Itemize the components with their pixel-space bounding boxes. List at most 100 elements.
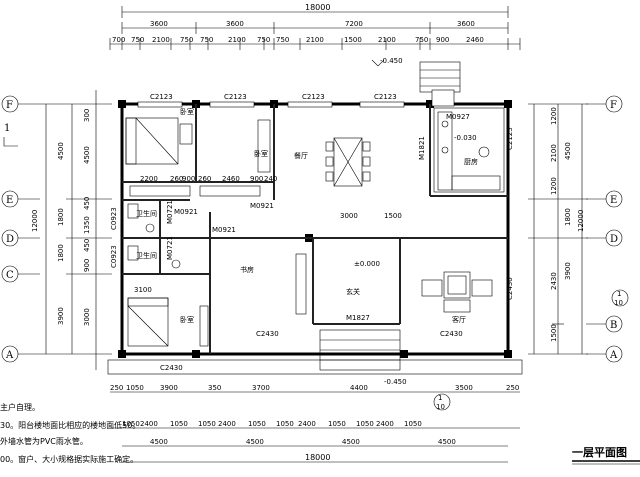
bottom-dim: 4500	[150, 438, 168, 446]
bottom-sub-dim: 1050	[328, 420, 346, 428]
top-sub-dim: 2100	[306, 36, 324, 44]
door-label: M0921	[174, 208, 198, 216]
notes: 主户自理。 30。阳台楼地面比相应的楼地面低50。 外墙水管为PVC雨水管。 0…	[0, 402, 140, 464]
room-bedroom-top-2: 卧室	[254, 149, 268, 158]
door-label: M1821	[418, 136, 426, 160]
internal-dim: 3100	[134, 286, 152, 294]
bottom-dimensions: 250 1050 3900 350 3700 4400 3500 250 105…	[110, 384, 520, 463]
internal-dim: 3000	[340, 212, 358, 220]
front-steps: -0.450 1 10	[107, 329, 523, 411]
left-sub-dim: 1350	[83, 216, 91, 234]
right-sub-dim: 2430	[550, 272, 558, 290]
room-bath-1: 卫生间	[136, 209, 157, 218]
level-south: -0.450	[384, 378, 407, 386]
top-dim-2: 3600	[226, 20, 244, 28]
left-sub-dim: 450	[83, 197, 91, 210]
room-bedroom-bottom: 卧室	[180, 315, 194, 324]
axis-E-left: E	[6, 195, 13, 206]
note-1: 主户自理。	[0, 402, 40, 412]
bottom-sub-dim: 350	[208, 384, 221, 392]
room-dining: 餐厅	[294, 151, 308, 160]
window-label: C2123	[374, 93, 397, 101]
bottom-sub-dim: 1050	[122, 420, 140, 428]
top-windows: C2123 C2123 C2123 C2123	[137, 93, 405, 108]
bottom-total-dim: 18000	[305, 453, 330, 462]
door-label: M1827	[346, 314, 370, 322]
internal-dim: 260	[198, 175, 211, 183]
bottom-sub-dim: 1050	[170, 420, 188, 428]
axis-E-right: E	[610, 195, 617, 206]
axis-F-right: F	[610, 100, 617, 111]
top-dimensions: 18000 3600 3600 7200 3600 700 750 2100 7…	[109, 3, 521, 50]
right-sub-dim: 1200	[550, 177, 558, 195]
top-sub-dim: 2460	[466, 36, 484, 44]
section-mark-bottom-top: 1	[438, 394, 442, 402]
top-sub-dim: 750	[180, 36, 193, 44]
left-sub-dim: 450	[83, 239, 91, 252]
top-dim-4: 3600	[457, 20, 475, 28]
right-dimensions: 12000 4500 1800 3900 1200 2100 1200 2430…	[528, 103, 588, 355]
bedroom-top: 卧室 卧室	[125, 107, 271, 173]
bottom-sub-dim: 1050	[248, 420, 266, 428]
bottom-sub-dim: 1050	[276, 420, 294, 428]
door-label: M0921	[212, 226, 236, 234]
right-sub-dim: 1200	[550, 107, 558, 125]
interior-walls	[122, 104, 508, 354]
right-sub-dim: 2100	[550, 144, 558, 162]
right-dim: 4500	[564, 142, 572, 160]
internal-dim: 900	[182, 175, 195, 183]
internal-dim: 2460	[222, 175, 240, 183]
kitchen: 厨房 M0927 -0.030 C2123 M1821	[418, 89, 514, 193]
top-dim-1: 3600	[150, 20, 168, 28]
bottom-sub-dim: 1050	[404, 420, 422, 428]
bedroom-bottom: 卧室 3100	[127, 286, 209, 347]
note-3: 外墙水管为PVC雨水管。	[0, 436, 88, 446]
plan-title: 一层平面图	[572, 446, 627, 459]
left-sub-dim: 300	[83, 109, 91, 122]
bottom-sub-dim: 250	[110, 384, 123, 392]
left-dim: 4500	[57, 142, 65, 160]
top-sub-dim: 750	[276, 36, 289, 44]
window-label: C2123	[302, 93, 325, 101]
door-label: M0921	[250, 202, 274, 210]
drawing-title: 一层平面图	[572, 446, 640, 465]
left-total-dim: 12000	[31, 210, 39, 232]
room-hall: 玄关	[346, 287, 360, 296]
bottom-sub-dim: 250	[506, 384, 519, 392]
bottom-sub-dim: 2400	[298, 420, 316, 428]
axis-D-left: D	[6, 234, 14, 245]
bottom-sub-dim: 2400	[218, 420, 236, 428]
axis-F-left: F	[6, 100, 13, 111]
bottom-sub-dim: 3500	[455, 384, 473, 392]
section-mark-bottom: 10	[436, 403, 445, 411]
window-label: C2430	[256, 330, 279, 338]
top-sub-dim: 700	[112, 36, 125, 44]
window-label: C2123	[150, 93, 173, 101]
hall-living: 玄关 ±0.000 M1827 3000 1500 客厅 C2430 C2430…	[160, 212, 514, 372]
detail-mark-right-bottom: 10	[614, 299, 623, 307]
right-sub-dim: 1500	[550, 324, 558, 342]
top-sub-dim: 750	[415, 36, 428, 44]
top-sub-dim: 750	[131, 36, 144, 44]
room-living: 客厅	[452, 315, 466, 324]
right-dim: 1800	[564, 208, 572, 226]
internal-dim: 1500	[384, 212, 402, 220]
top-sub-dim: 2100	[228, 36, 246, 44]
north-steps: -0.450	[371, 57, 461, 93]
note-2: 30。阳台楼地面比相应的楼地面低50。	[0, 420, 140, 430]
bottom-sub-dim: 2400	[140, 420, 158, 428]
bottom-sub-dim: 1050	[126, 384, 144, 392]
top-sub-dim: 1500	[344, 36, 362, 44]
left-sub-dim: 4500	[83, 146, 91, 164]
door-label: M0927	[446, 113, 470, 121]
left-dim: 3900	[57, 307, 65, 325]
bottom-sub-dim: 3900	[160, 384, 178, 392]
window-label: C0923	[110, 207, 118, 230]
room-bath-2: 卫生间	[136, 251, 157, 260]
window-label: C2430	[160, 364, 183, 372]
bottom-sub-dim: 3700	[252, 384, 270, 392]
section-mark-left: 1	[4, 123, 10, 134]
bottom-dim: 4500	[342, 438, 360, 446]
room-study: 书房	[240, 265, 254, 274]
